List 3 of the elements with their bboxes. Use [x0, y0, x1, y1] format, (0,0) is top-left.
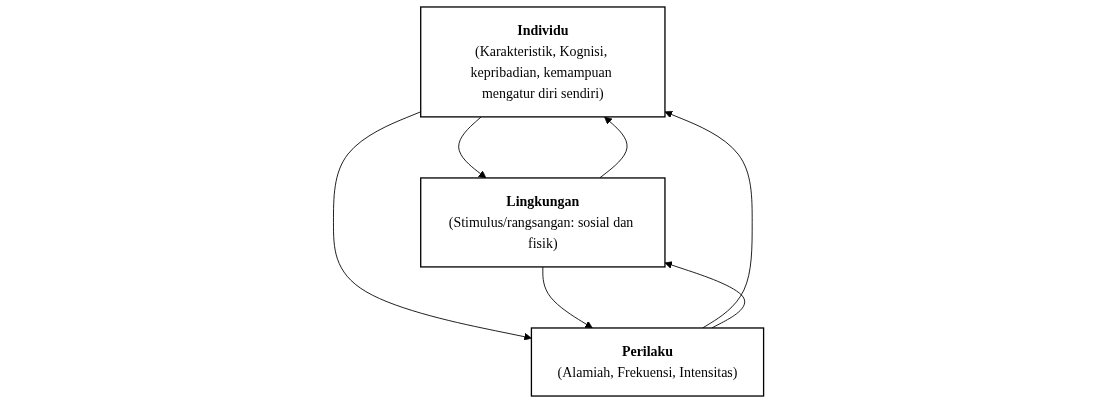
node-box: Perilaku (Alamiah, Frekuensi, Intensitas): [531, 327, 765, 397]
node-box: Individu (Karakteristik, Kognisi, kepribadian, kemampuan mengatur diri sendiri): [420, 6, 667, 118]
node-box: Lingkungan (Stimulus/rangsangan: sosial dan fisik): [420, 177, 667, 268]
